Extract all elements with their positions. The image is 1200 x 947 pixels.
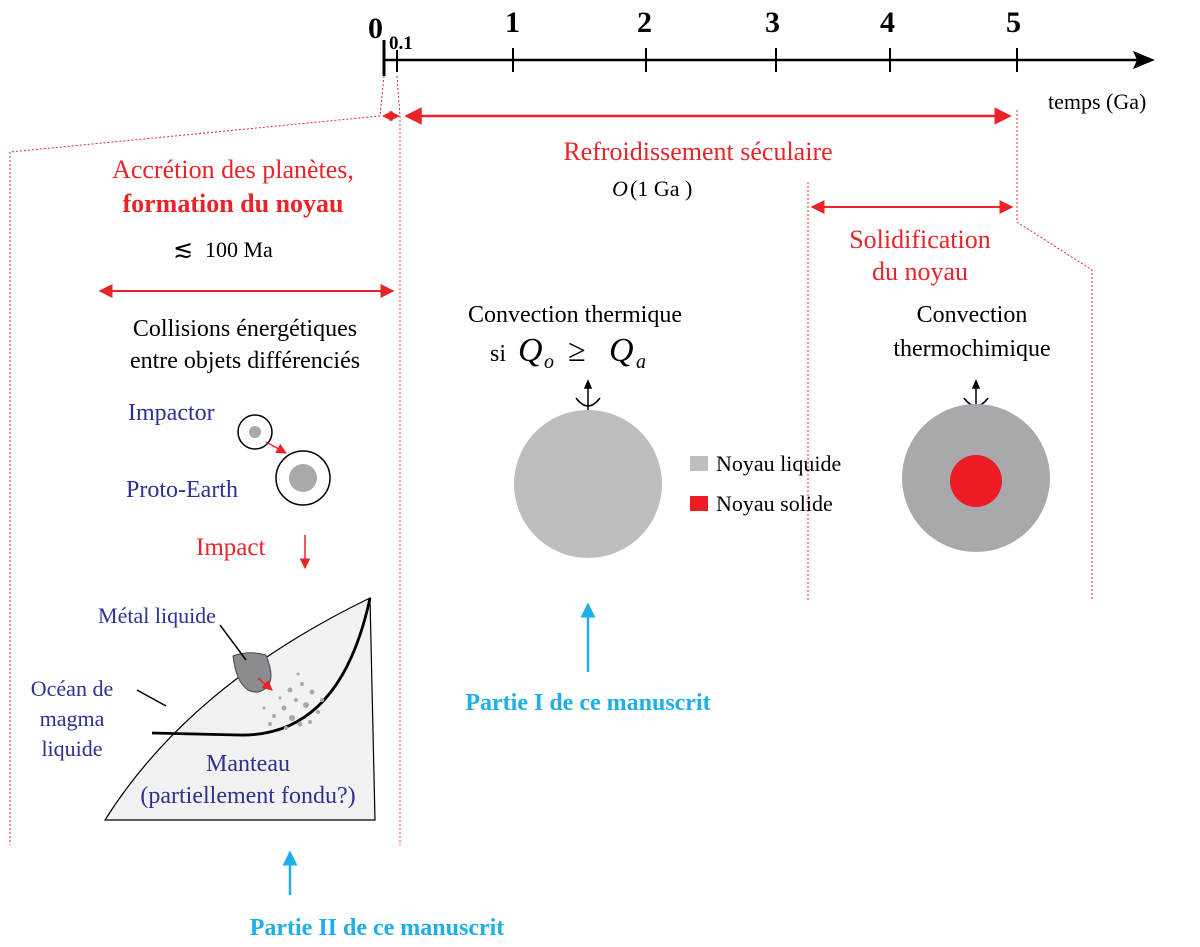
time-axis: 0 0.1 1 2 3 4 5 temps (Ga) [368, 6, 1155, 114]
tick-label-0: 0 [368, 12, 383, 45]
solidification-title-1: Solidification [849, 225, 991, 254]
liquid-core-sphere [514, 410, 662, 558]
tick-label-5: 5 [1006, 6, 1021, 39]
convection-thermal-title: Convection thermique [468, 302, 682, 328]
convection-chem-title-1: Convection [917, 302, 1028, 328]
part1-label: Partie I de ce manuscrit [465, 690, 710, 716]
tick-label-2: 2 [637, 6, 652, 39]
impactor-label: Impactor [128, 400, 215, 426]
accretion-title-1: Accrétion des planètes, [112, 155, 354, 184]
part2-label: Partie II de ce manuscrit [250, 915, 505, 941]
mantle-label-1: Manteau [206, 751, 290, 777]
proto-earth-core [289, 464, 317, 492]
convection-si: si [490, 341, 506, 367]
metal-label: Métal liquide [98, 603, 216, 628]
legend-swatch-liquid [690, 456, 708, 471]
solid-inner-core [950, 455, 1002, 507]
tick-label-1: 1 [505, 6, 520, 39]
legend-liquid: Noyau liquide [716, 451, 841, 476]
tick-label-4: 4 [880, 6, 895, 39]
axis-arrowhead [1133, 51, 1155, 69]
ocean-label-3: liquide [41, 736, 102, 761]
solidification-title-2: du noyau [872, 257, 968, 286]
metal-arrow [257, 677, 273, 691]
impact-label: Impact [196, 534, 265, 561]
duration-symbol: ≲ [173, 237, 193, 263]
collisions-line-2: entre objets différenciés [130, 348, 360, 374]
legend-solid: Noyau solide [716, 491, 833, 516]
metal-droplets [262, 672, 324, 730]
legend-swatch-solid [690, 496, 708, 511]
impactor-arrow [265, 441, 287, 454]
convection-q-sub-o: o [544, 351, 554, 373]
ocean-leader [136, 689, 167, 707]
impactor-core [249, 426, 261, 438]
heat-flux-icon [575, 379, 601, 412]
ocean-label-2: magma [40, 706, 105, 731]
metal-leader [219, 624, 247, 661]
convection-chem-title-2: thermochimique [893, 336, 1050, 362]
tick-label-0-1: 0.1 [389, 33, 413, 54]
ocean-label-1: Océan de [31, 676, 113, 701]
convection-q-sub-a: a [636, 351, 646, 373]
tick-label-3: 3 [765, 6, 780, 39]
convection-q: Q [518, 332, 543, 369]
mantle-label-2: (partiellement fondu?) [140, 783, 355, 809]
duration-value: 100 Ma [205, 237, 273, 262]
cooling-order-symbol: O [612, 176, 628, 201]
proto-earth-label: Proto-Earth [126, 477, 238, 503]
collisions-line-1: Collisions énergétiques [133, 316, 357, 342]
convection-q-2: Q [609, 332, 634, 369]
convection-geq: ≥ [568, 332, 586, 368]
axis-label: temps (Ga) [1048, 89, 1146, 114]
cooling-title: Refroidissement séculaire [563, 137, 832, 166]
magma-ocean-wedge [103, 597, 376, 821]
cooling-order-value: (1 Ga ) [630, 176, 692, 201]
accretion-title-2: formation du noyau [122, 189, 343, 218]
